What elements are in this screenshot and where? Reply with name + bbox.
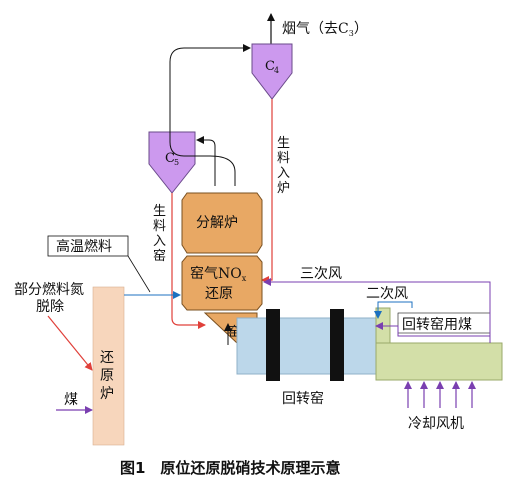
partial-fuel-n-label-1: 部分燃料氮 — [14, 281, 84, 298]
svg-text:入: 入 — [153, 234, 166, 249]
svg-text:料: 料 — [277, 151, 290, 166]
svg-text:还: 还 — [100, 350, 114, 366]
svg-text:炉: 炉 — [100, 386, 114, 402]
partial-fuel-n-arrow — [47, 315, 93, 371]
svg-text:还原: 还原 — [205, 286, 233, 302]
svg-text:炉: 炉 — [277, 181, 290, 196]
calciner-to-c4-line — [169, 44, 251, 186]
kiln-coal-label: 回转窑用煤 — [402, 316, 472, 333]
raw-meal-to-kiln-label: 生 料 入 窑 — [153, 204, 166, 264]
coal-label: 煤 — [64, 392, 78, 408]
high-temp-fuel-label: 高温燃料 — [56, 238, 112, 255]
raw-meal-to-calciner-label: 生 料 入 炉 — [277, 136, 290, 196]
svg-text:原: 原 — [100, 368, 114, 384]
svg-text:C: C — [265, 59, 275, 74]
reduction-furnace-label: 还 原 炉 — [100, 350, 114, 402]
secondary-air-label: 二次风 — [366, 286, 408, 302]
cyclone-c4: C 4 — [251, 43, 293, 100]
cyclone-c5: C 5 — [148, 131, 196, 194]
svg-text:5: 5 — [174, 158, 179, 167]
cooling-fan-label: 冷却风机 — [408, 416, 464, 432]
flue-gas-label: 烟气（去C3） — [282, 21, 368, 38]
cooling-fan-arrows — [404, 381, 476, 408]
svg-text:料: 料 — [153, 219, 166, 234]
high-temp-fuel-leader — [127, 255, 151, 293]
svg-text:4: 4 — [274, 66, 279, 75]
svg-text:生: 生 — [153, 204, 166, 219]
raw-meal-to-kiln-line — [171, 193, 206, 329]
svg-text:分解炉: 分解炉 — [196, 215, 238, 231]
reduction-furnace — [92, 286, 125, 446]
rotary-kiln-label: 回转窑 — [282, 390, 324, 407]
reduction-zone: 窑气NOx 还原 — [181, 255, 263, 311]
calciner: 分解炉 — [181, 192, 263, 254]
tertiary-air-label: 三次风 — [300, 266, 342, 282]
partial-fuel-n-label-2: 脱除 — [36, 299, 64, 315]
secondary-air-line — [374, 301, 413, 319]
raw-meal-to-calciner-line — [261, 99, 273, 284]
svg-text:生: 生 — [277, 136, 290, 151]
to-c5-line — [196, 136, 216, 186]
svg-text:入: 入 — [277, 166, 290, 181]
high-temp-fuel-box — [47, 235, 129, 257]
svg-text:窑气NOx: 窑气NOx — [190, 265, 247, 283]
figure-caption: 图1 原位还原脱硝技术原理示意 — [120, 459, 340, 477]
tertiary-air-line — [263, 278, 491, 343]
rotary-kiln — [236, 309, 378, 381]
svg-text:C: C — [165, 151, 175, 166]
svg-text:窑: 窑 — [153, 248, 166, 264]
